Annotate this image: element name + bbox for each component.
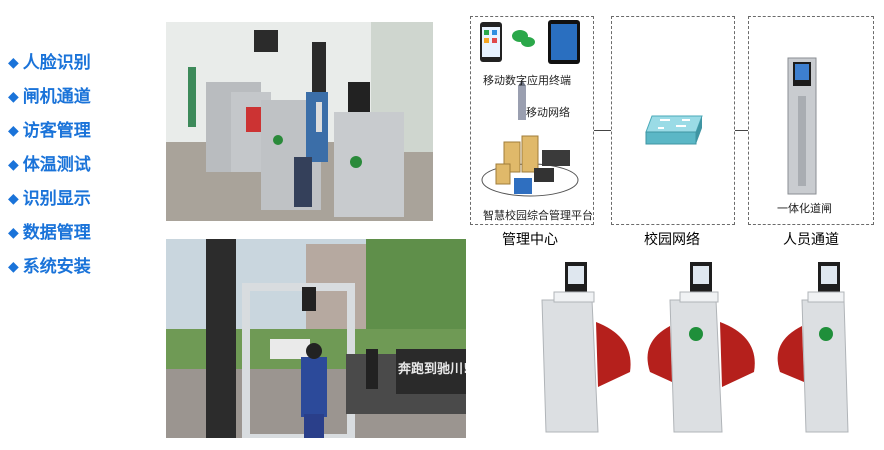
feature-item: ◆访客管理 [8, 114, 91, 148]
tablet-icon [548, 20, 580, 64]
connector-line [735, 130, 748, 131]
feature-label: 系统安装 [22, 257, 91, 277]
feature-label: 数据管理 [22, 223, 91, 243]
diamond-bullet-icon: ◆ [8, 157, 19, 173]
photo-indoor-turnstile [166, 22, 433, 221]
network-switch-icon [645, 115, 703, 145]
smartphone-icon [480, 22, 502, 62]
diamond-bullet-icon: ◆ [8, 191, 19, 207]
feature-item: ◆人脸识别 [8, 46, 91, 80]
feature-item: ◆识别显示 [8, 182, 91, 216]
feature-label: 人脸识别 [22, 53, 91, 73]
feature-label: 访客管理 [22, 121, 91, 141]
indoor-scene-illustration [166, 22, 433, 221]
diamond-bullet-icon: ◆ [8, 55, 19, 71]
flap-gate-unit-3 [777, 262, 849, 433]
flap-gate-unit-1 [541, 262, 631, 433]
diamond-bullet-icon: ◆ [8, 89, 19, 105]
feature-item: ◆数据管理 [8, 216, 91, 250]
diamond-bullet-icon: ◆ [8, 123, 19, 139]
personnel-channel-box [748, 16, 874, 225]
campus-network-box [611, 16, 735, 225]
platform-label: 智慧校园综合管理平台 [483, 209, 593, 222]
integrated-gate-device-icon [787, 57, 817, 195]
flap-gate-unit-2 [647, 262, 755, 433]
photo-outdoor-gate: 奔跑到驰川! [166, 239, 466, 438]
connector-line [594, 130, 611, 131]
feature-item: ◆体温测试 [8, 148, 91, 182]
banner-text: 奔跑到驰川! [398, 362, 466, 377]
feature-item: ◆闸机通道 [8, 80, 91, 114]
diamond-bullet-icon: ◆ [8, 259, 19, 275]
column-label-management: 管理中心 [502, 232, 558, 248]
management-center-illustration [480, 20, 580, 197]
outdoor-scene-illustration [166, 239, 466, 438]
feature-label: 识别显示 [22, 189, 91, 209]
management-center-box [470, 16, 594, 225]
feature-label: 体温测试 [22, 155, 91, 175]
integrated-gate-label: 一体化道闸 [777, 202, 832, 215]
flap-gate-illustration [541, 262, 849, 433]
diamond-bullet-icon: ◆ [8, 225, 19, 241]
server-cluster-icon [481, 135, 579, 197]
feature-item: ◆系统安装 [8, 250, 91, 284]
mobile-network-label: 移动网络 [526, 106, 570, 119]
feature-list: ◆人脸识别 ◆闸机通道 ◆访客管理 ◆体温测试 ◆识别显示 ◆数据管理 ◆系统安… [8, 46, 91, 284]
network-tower-icon [518, 80, 526, 120]
mobile-terminal-label: 移动数字应用终端 [483, 74, 571, 87]
column-label-campus-network: 校园网络 [644, 232, 700, 248]
wechat-icon [512, 30, 535, 47]
feature-label: 闸机通道 [22, 87, 91, 107]
column-label-personnel-channel: 人员通道 [783, 232, 839, 248]
